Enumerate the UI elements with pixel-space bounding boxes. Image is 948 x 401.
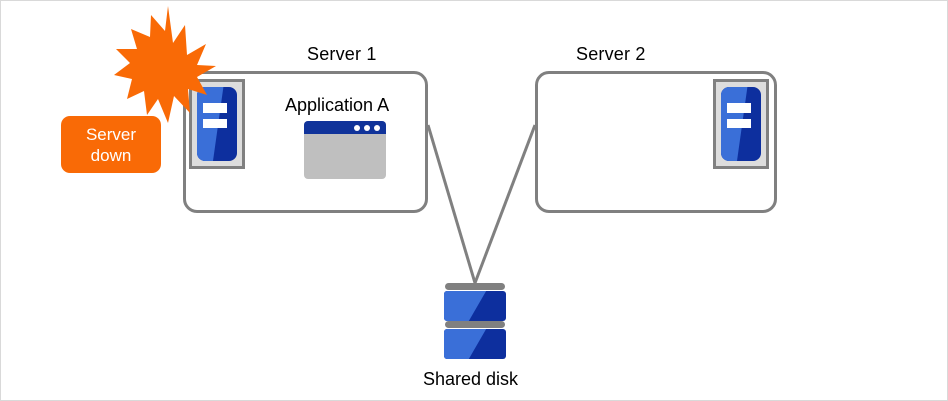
disk-bar-2 xyxy=(445,321,505,328)
disk-stack-icon xyxy=(444,283,506,359)
app-window-dot-1 xyxy=(354,125,360,131)
server1-title: Server 1 xyxy=(307,44,377,64)
disk-platter-2 xyxy=(444,329,506,359)
server-icon xyxy=(713,79,769,169)
app-window-titlebar xyxy=(304,121,386,134)
server-icon-body xyxy=(721,87,761,161)
server1-box[interactable] xyxy=(183,71,428,213)
disk-platter-1 xyxy=(444,291,506,321)
shared-disk-label: Shared disk xyxy=(423,369,519,389)
server-icon-slot-1 xyxy=(202,103,228,113)
app-window-icon xyxy=(304,121,386,179)
server-down-badge: Server down xyxy=(61,116,161,173)
server2-title: Server 2 xyxy=(576,44,646,64)
server2-box[interactable] xyxy=(535,71,777,213)
server-down-line-1: Server xyxy=(85,124,137,144)
server-icon-slot-1 xyxy=(726,103,752,113)
server-icon-slot-2 xyxy=(202,118,228,129)
disk-bar-1 xyxy=(445,283,505,290)
app-window-dot-2 xyxy=(364,125,370,131)
connector-server2-to-disk xyxy=(473,124,537,284)
app-window-dot-3 xyxy=(374,125,380,131)
server-icon-body xyxy=(197,87,237,161)
connector-server1-to-disk xyxy=(426,124,477,284)
application-label: Application A xyxy=(285,95,390,115)
server-icon xyxy=(189,79,245,169)
server-down-line-2: down xyxy=(90,145,132,165)
server-icon-slot-2 xyxy=(726,118,752,129)
burst-icon xyxy=(114,6,216,123)
